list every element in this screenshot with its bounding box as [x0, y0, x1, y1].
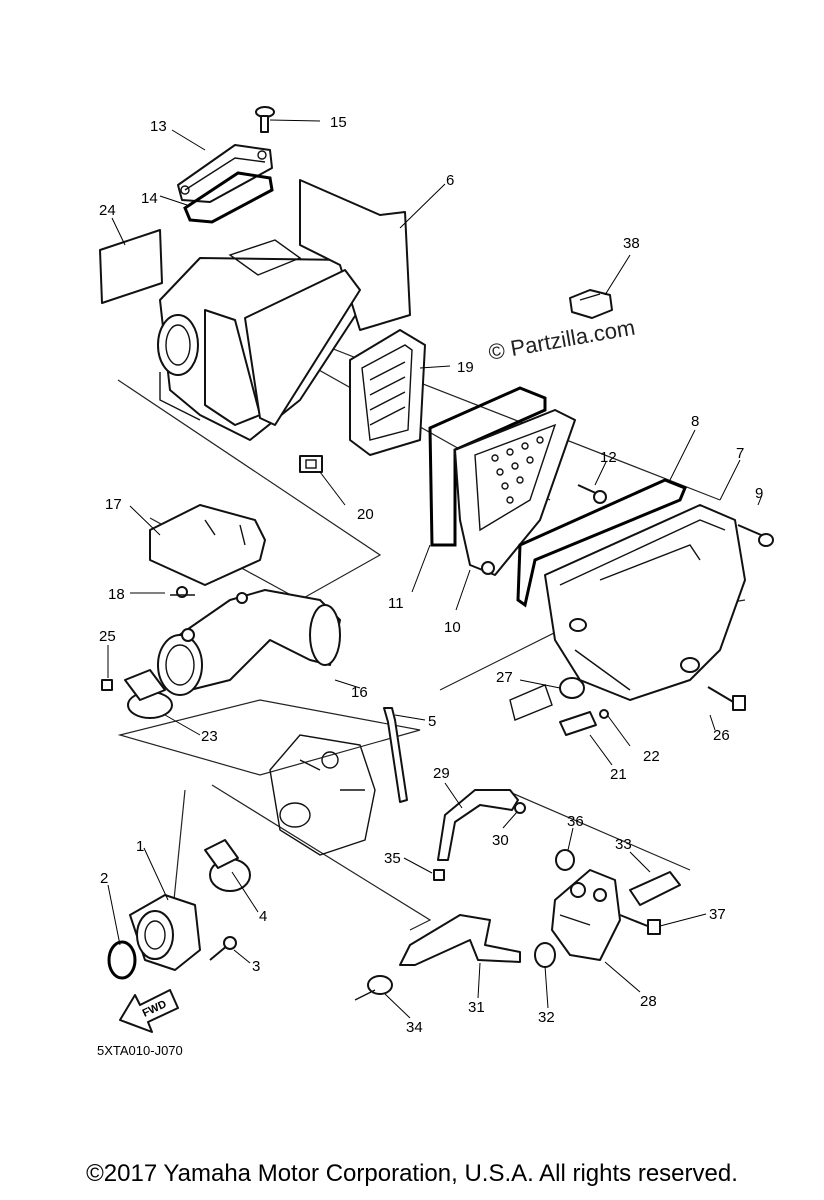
callout-11: 11: [388, 595, 404, 612]
callout-37: 37: [709, 906, 726, 923]
callout-33: 33: [615, 836, 632, 853]
callout-29: 29: [433, 765, 450, 782]
callout-14: 14: [141, 190, 158, 207]
callout-8: 8: [691, 413, 699, 430]
callout-16: 16: [351, 684, 368, 701]
carburetor-ghost: [269, 734, 376, 856]
callout-labels: 1 2 3 4 5 6 7 8 9 10 11 12 13 14 15 16 1…: [99, 114, 763, 1036]
callout-34: 34: [406, 1019, 423, 1036]
pad-24: [99, 229, 163, 304]
callout-28: 28: [640, 993, 657, 1010]
callout-20: 20: [357, 506, 374, 523]
callout-36: 36: [567, 813, 584, 830]
callout-2: 2: [100, 870, 108, 887]
air-box-6: [157, 179, 411, 441]
callout-5: 5: [428, 713, 436, 730]
clip-20: [299, 455, 323, 473]
clamp-32: [534, 942, 556, 968]
gasket-11: [428, 386, 547, 547]
callout-9: 9: [755, 485, 763, 502]
filter-element-19: [349, 329, 426, 456]
cover-plate-13: [177, 144, 273, 203]
cap-25: [101, 679, 113, 691]
bolt-3: [209, 936, 237, 961]
hose-31: [399, 914, 521, 966]
copyright-notice: ©2017 Yamaha Motor Corporation, U.S.A. A…: [86, 1160, 738, 1187]
callout-3: 3: [252, 958, 260, 975]
clip-18: [170, 586, 195, 598]
callout-15: 15: [330, 114, 347, 131]
gasket-8: [516, 478, 687, 608]
screw-9: [737, 524, 774, 547]
bolt-37: [619, 914, 661, 935]
o-ring-2: [107, 940, 137, 980]
callout-10: 10: [444, 619, 461, 636]
callout-26: 26: [713, 727, 730, 744]
block-17: [149, 504, 266, 586]
callout-21: 21: [610, 766, 627, 783]
drawing-code: 5XTA010-J070: [97, 1043, 183, 1058]
clamp-4: [204, 839, 251, 892]
callout-19: 19: [457, 359, 474, 376]
leader-lines: [107, 119, 763, 1019]
air-box-cover-7: [544, 504, 746, 701]
callout-31: 31: [468, 999, 485, 1016]
tube-33: [629, 871, 681, 906]
valve-28: [551, 869, 621, 961]
gasket-14: [183, 171, 274, 224]
watermark: © Partzilla.com: [487, 315, 637, 365]
band-5: [383, 707, 408, 803]
callout-30: 30: [492, 832, 509, 849]
callout-22: 22: [643, 748, 660, 765]
clamp-34: [354, 975, 393, 1001]
clip-35: [433, 869, 445, 881]
callout-27: 27: [496, 669, 513, 686]
bolt-26: [707, 686, 746, 711]
callout-23: 23: [201, 728, 218, 745]
clip-30: [514, 802, 526, 814]
screw-15: [255, 106, 275, 133]
callout-7: 7: [736, 445, 744, 462]
callout-12: 12: [600, 449, 617, 466]
frame-10: [454, 409, 576, 576]
intake-joint-16: [157, 589, 341, 696]
clamp-23: [124, 669, 173, 719]
callout-35: 35: [384, 850, 401, 867]
callout-38: 38: [623, 235, 640, 252]
fwd-arrow: FWD: [119, 989, 179, 1033]
callout-6: 6: [446, 172, 454, 189]
bolt-12: [577, 484, 607, 504]
clamp-38: [569, 289, 613, 319]
callout-32: 32: [538, 1009, 555, 1026]
callout-4: 4: [259, 908, 267, 925]
callout-24: 24: [99, 202, 116, 219]
grommet-36: [555, 849, 575, 871]
callout-25: 25: [99, 628, 116, 645]
cap-21: [559, 711, 597, 736]
ring-22: [599, 709, 609, 719]
callout-13: 13: [150, 118, 167, 135]
pipe-27: [509, 677, 585, 721]
callout-1: 1: [136, 838, 144, 855]
carb-joint-1: [129, 894, 201, 971]
callout-17: 17: [105, 496, 122, 513]
callout-18: 18: [108, 586, 125, 603]
